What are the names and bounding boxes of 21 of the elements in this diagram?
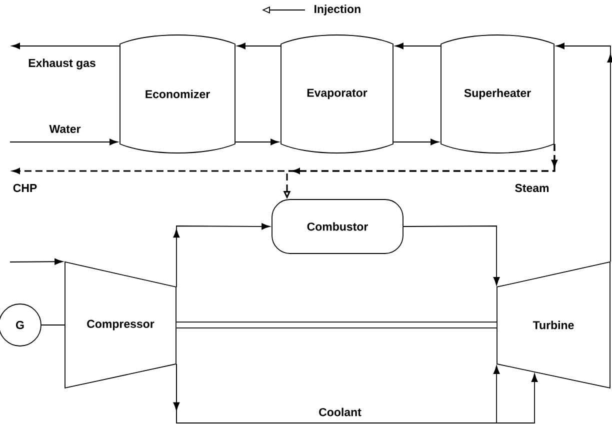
arrow — [403, 226, 500, 286]
arrow — [394, 42, 441, 50]
arrow — [10, 258, 64, 265]
arrow — [235, 138, 280, 146]
arrow — [173, 223, 270, 288]
heat-exchanger-box: Evaporator — [280, 34, 394, 154]
edge-label: Water — [49, 125, 81, 133]
legend-label: Injection — [314, 4, 360, 16]
text-label: Steam — [515, 184, 549, 192]
heat-exchanger-box: Economizer — [120, 34, 236, 154]
arrow — [10, 138, 118, 146]
edge-label: Coolant — [319, 408, 362, 416]
arrow — [556, 42, 612, 262]
turbine-trapezoid: Turbine — [496, 261, 610, 389]
heat-exchanger-box: Superheater — [440, 34, 554, 154]
combustor-box: Combustor — [272, 199, 404, 254]
arrow — [12, 42, 120, 50]
edge-label: Exhaust gas — [28, 58, 96, 70]
edge-label: CHP — [13, 184, 37, 192]
arrow — [236, 42, 281, 50]
arrow — [393, 138, 440, 146]
